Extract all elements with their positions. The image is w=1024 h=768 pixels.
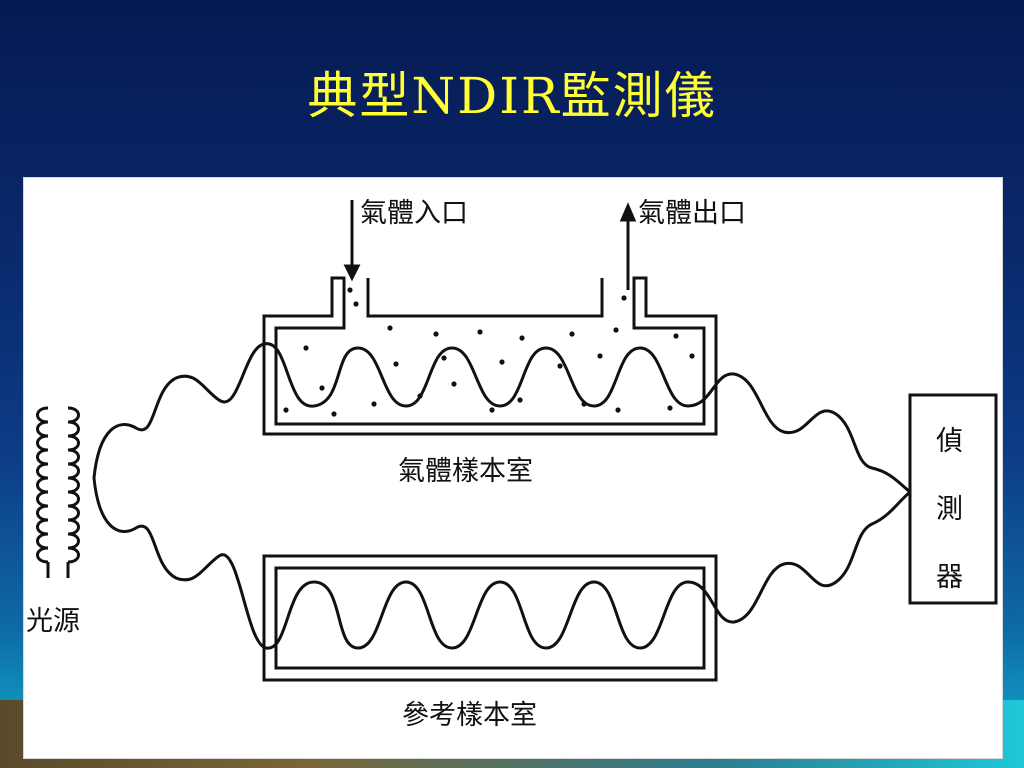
- gas-particle: [477, 329, 483, 335]
- gas-particles: [283, 287, 695, 417]
- gas-particle: [689, 353, 695, 359]
- gas-particle: [331, 411, 337, 417]
- gas-particle: [673, 333, 679, 339]
- gas-particle: [489, 407, 495, 413]
- gas-particle: [451, 381, 457, 387]
- infrared-beams: [92, 342, 912, 650]
- ndir-diagram-panel: 光源 氣體入口 氣體出口: [23, 177, 1003, 759]
- detector: 偵 測 器: [908, 393, 998, 605]
- gas-particle: [621, 295, 627, 301]
- gas-particle: [371, 401, 377, 407]
- gas-flow-arrows: [343, 200, 637, 290]
- gas-particle: [393, 361, 399, 367]
- gas-particle: [441, 355, 447, 361]
- gas-particle: [519, 335, 525, 341]
- gas-particle: [353, 301, 359, 307]
- coil-spring-left: [36, 406, 49, 564]
- gas-particle: [387, 325, 393, 331]
- gas-particle: [319, 385, 325, 391]
- gas-particle: [283, 407, 289, 413]
- detector-label-char-3: 器: [936, 562, 963, 593]
- detector-label-char-1: 偵: [936, 426, 963, 457]
- gas-particle: [569, 331, 575, 337]
- coil-spring-right: [67, 406, 80, 564]
- gas-particle: [499, 359, 505, 365]
- gas-particle: [615, 407, 621, 413]
- sample-cell-outer-wall: [262, 276, 718, 436]
- reference-cell-outer-wall: [262, 554, 718, 682]
- gas-particle: [433, 331, 439, 337]
- sample-cell: [262, 276, 718, 436]
- ir-beam-reference-path: [92, 476, 912, 650]
- slide-title: 典型NDIR監測儀: [307, 67, 717, 125]
- detector-box: [908, 393, 998, 605]
- light-source-coil: [36, 406, 80, 578]
- gas-inlet-pipe: [330, 278, 604, 318]
- gas-particle: [303, 345, 309, 351]
- gas-particle: [557, 363, 563, 369]
- gas-outlet-pipe: [600, 278, 648, 316]
- gas-inlet-label: 氣體入口: [360, 198, 468, 229]
- ir-beam-sample-path: [92, 342, 912, 494]
- detector-label-char-2: 測: [936, 494, 963, 525]
- reference-cell-label: 參考樣本室: [402, 700, 537, 731]
- gas-particle: [667, 405, 673, 411]
- inlet-arrow-head: [343, 264, 361, 282]
- gas-outlet-label: 氣體出口: [638, 198, 746, 229]
- gas-particle: [597, 353, 603, 359]
- reference-cell-inner-wall: [274, 566, 706, 670]
- light-source-label: 光源: [26, 606, 80, 637]
- gas-particle: [517, 397, 523, 403]
- sample-cell-label: 氣體樣本室: [398, 456, 533, 487]
- outlet-arrow-head: [619, 202, 637, 222]
- ndir-diagram: 光源 氣體入口 氣體出口: [26, 198, 998, 731]
- gas-particle: [347, 287, 353, 293]
- gas-particle: [613, 327, 619, 333]
- reference-cell: [262, 554, 718, 682]
